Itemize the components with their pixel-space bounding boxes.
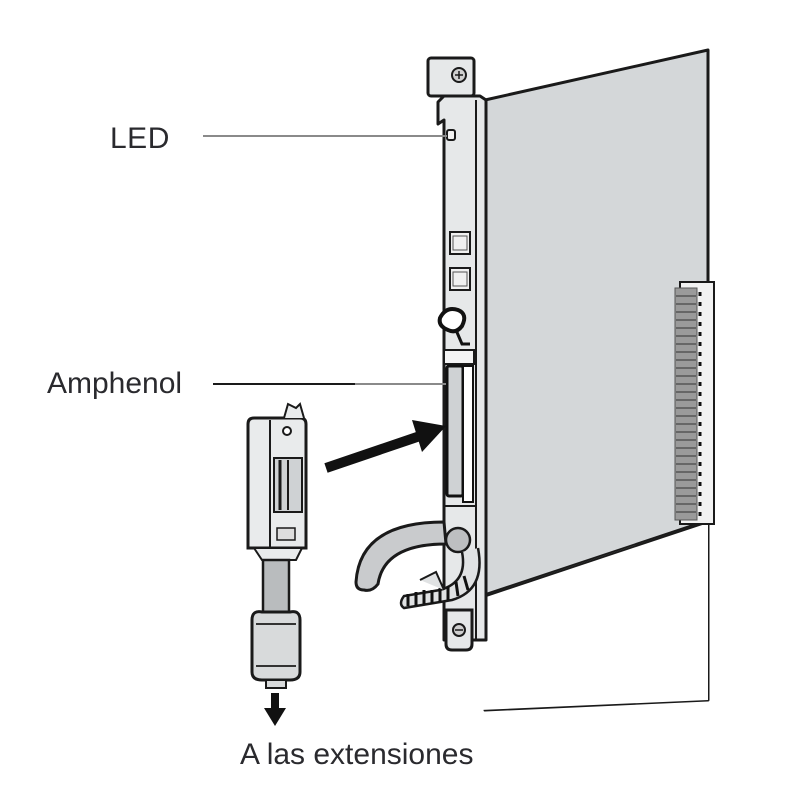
edge-connector xyxy=(674,281,715,525)
card-board xyxy=(479,48,710,712)
led-indicator xyxy=(446,129,456,141)
insert-arrow-icon xyxy=(324,420,446,473)
extensions-label: A las extensiones xyxy=(240,738,474,771)
cable xyxy=(250,558,302,689)
amphenol-socket xyxy=(443,349,476,507)
latch-knob xyxy=(437,307,470,346)
top-screw-tab xyxy=(426,56,476,98)
led-label: LED xyxy=(110,122,170,155)
bottom-screw-tab xyxy=(444,608,474,652)
cable-tie xyxy=(354,520,481,610)
down-arrow-icon xyxy=(264,693,286,726)
amphenol-plug xyxy=(246,402,308,561)
amphenol-label: Amphenol xyxy=(47,367,183,400)
rj-ports xyxy=(449,231,471,291)
